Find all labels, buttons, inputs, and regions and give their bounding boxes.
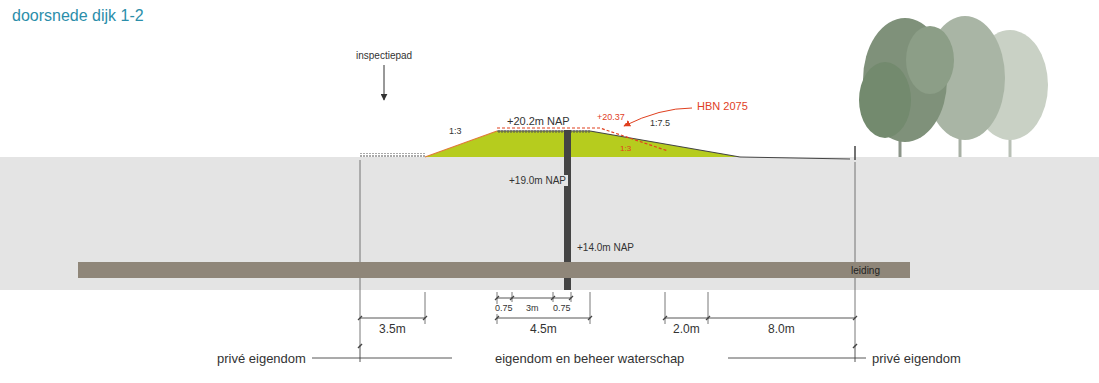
- crest-hatch: [497, 129, 590, 133]
- ownership-label: eigendom en beheer waterschap: [493, 352, 686, 366]
- diagram-title: doorsnede dijk 1-2: [10, 7, 146, 25]
- trees: [859, 16, 1048, 157]
- level-label: +20.2m NAP: [505, 115, 572, 127]
- level-label: +14.0m NAP: [575, 242, 636, 253]
- slope-label: 1:3: [618, 145, 633, 154]
- hbn-label: HBN 2075: [695, 100, 750, 112]
- inspection-path: [360, 153, 425, 157]
- dimension-label: 0.75: [493, 304, 515, 314]
- ownership-label: privé eigendom: [215, 352, 308, 366]
- pipe-band: leiding: [78, 262, 910, 278]
- hbn-line: [497, 128, 668, 151]
- pipe-label: leiding: [851, 265, 880, 276]
- level-label: +19.0m NAP: [507, 175, 568, 186]
- level-label: +20.37: [595, 113, 627, 123]
- extension-lines: [360, 160, 855, 345]
- path-label: inspectiepad: [354, 50, 414, 61]
- dimension-label: 0.75: [551, 304, 573, 314]
- dimension-lines: [358, 298, 857, 348]
- dimension-label: 8.0m: [766, 323, 797, 336]
- dimension-label: 4.5m: [528, 323, 559, 336]
- dimension-label: 3m: [524, 304, 541, 314]
- dike-body: [425, 131, 740, 157]
- dimension-label: 2.0m: [671, 323, 702, 336]
- slope-label: 1:7.5: [648, 119, 672, 129]
- dimension-label: 3.5m: [377, 323, 408, 336]
- ground: [0, 157, 1099, 290]
- slope-label: 1:3: [447, 127, 464, 137]
- ownership-label: privé eigendom: [870, 352, 963, 366]
